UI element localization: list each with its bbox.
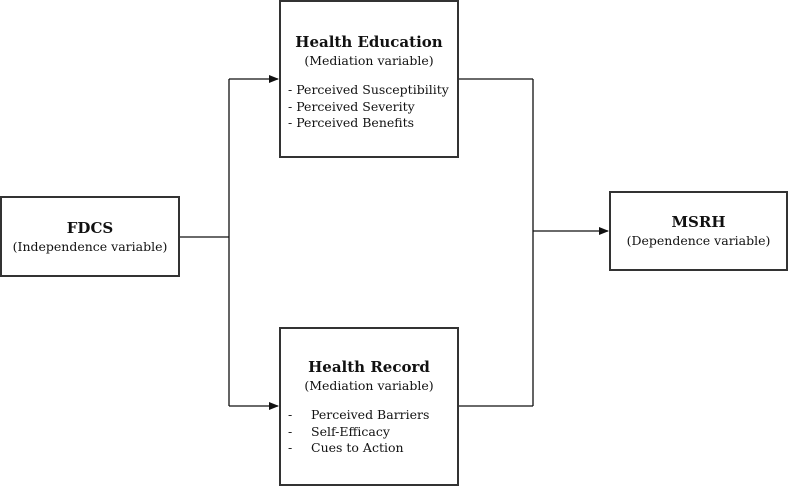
dependent-subtitle: (Dependence variable) [626,233,771,248]
list-item: - Perceived Benefits [288,115,415,130]
list-item: -Perceived Barriers [288,407,430,422]
health-record-items: -Perceived Barriers -Self-Efficacy -Cues… [288,407,429,457]
list-item: - Perceived Severity [288,98,415,114]
health-education-items: - Perceived Susceptibility - Perceived S… [288,82,449,132]
list-item: - Perceived Susceptibility [288,82,449,97]
dependent-variable-box: MSRH (Dependence variable) [609,191,788,271]
dependent-title: MSRH [671,213,726,231]
health-education-box: Health Education (Mediation variable) - … [279,0,459,158]
health-record-title: Health Record [308,358,430,376]
independent-subtitle: (Independence variable) [12,239,168,254]
health-record-subtitle: (Mediation variable) [304,378,434,393]
independent-title: FDCS [66,219,114,237]
health-education-title: Health Education [295,33,443,51]
independent-variable-box: FDCS (Independence variable) [0,196,180,277]
list-item: -Self-Efficacy [288,423,390,439]
health-record-box: Health Record (Mediation variable) -Perc… [279,327,459,486]
list-item: -Cues to Action [288,440,404,455]
health-education-subtitle: (Mediation variable) [304,53,434,68]
